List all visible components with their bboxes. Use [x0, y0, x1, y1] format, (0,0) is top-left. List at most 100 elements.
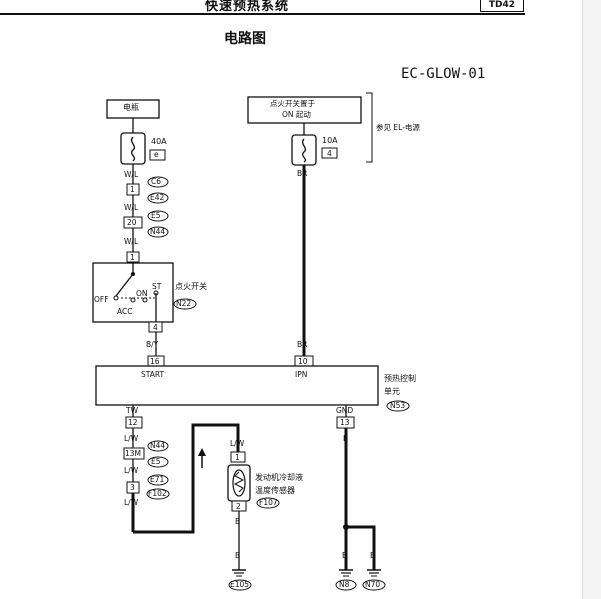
connector-label: N44: [150, 227, 166, 236]
pin-label: 13M: [125, 449, 142, 458]
wire-color-label: B: [343, 434, 349, 443]
pin-label: 3: [130, 483, 135, 492]
pin-box-12: [125, 416, 143, 429]
fuse-10a-rating: 10A: [322, 136, 338, 145]
conn-oval-c6: [147, 176, 169, 188]
sensor-label-1: 发动机冷却液: [255, 473, 303, 482]
fuse-40a-id: e: [154, 150, 159, 159]
wire-color-label: B: [235, 517, 241, 526]
connector-label: E5: [151, 211, 161, 220]
switch-off-contact: [113, 295, 119, 301]
wire-color-label: BR: [297, 340, 308, 349]
fuse-10a-symbol: [301, 138, 307, 163]
wire-color-label: B: [342, 551, 348, 560]
wire-l-w-route: [133, 423, 240, 534]
conn-oval-n53: [386, 400, 410, 412]
cu-tw-terminal: TW: [126, 406, 138, 415]
wire-color-label: W/L: [124, 170, 139, 179]
pin-label: 12: [128, 418, 138, 427]
switch-on-contact: [142, 297, 148, 303]
switch-st-label: ST: [152, 282, 162, 291]
connector-label: F107: [259, 498, 278, 507]
connector-label: E71: [150, 475, 165, 484]
wire-color-label: B: [370, 551, 376, 560]
switch-off-label: OFF: [94, 295, 109, 304]
sensor-resistor: [233, 471, 245, 493]
conn-oval-e5: [147, 210, 169, 222]
pin-label: 4: [153, 323, 158, 332]
connector-label: N70: [365, 580, 381, 589]
wire-color-label: B/Y: [146, 340, 159, 349]
pin-box-13m: [123, 447, 145, 460]
diagram-title: 电路图: [224, 31, 266, 47]
wire-color-label: L/W: [124, 466, 139, 475]
connector-label: F102: [148, 489, 167, 498]
conn-oval-n22: [173, 298, 197, 310]
conn-oval-e105: [228, 579, 252, 591]
wire-color-label: BR: [297, 169, 308, 178]
pin-label: 10: [298, 357, 308, 366]
cu-label-1: 预热控制: [384, 374, 416, 383]
fuse-40a-rating: 40A: [151, 137, 167, 146]
wire-color-label: L/W: [124, 434, 139, 443]
fuse-10a-id-box: [321, 147, 338, 159]
connector-label: E5: [151, 457, 161, 466]
wire-color-label: L/W: [124, 498, 139, 507]
fuse-40a-id-box: [149, 149, 166, 161]
conn-oval-e71: [147, 474, 169, 486]
page-header-title: 快速预热系统: [205, 0, 290, 14]
fuse-40a-symbol: [130, 136, 136, 162]
connector-label: N44: [150, 441, 166, 450]
cu-gnd-terminal: GND: [336, 406, 354, 415]
conn-oval-e5-bot: [147, 456, 169, 468]
glow-control-unit-box: [95, 365, 379, 406]
conn-oval-f102: [146, 488, 170, 500]
pin-box-1c: [230, 451, 246, 463]
connector-label: E42: [150, 193, 165, 202]
ignition-on-box: [247, 96, 362, 124]
wire-color-label: B: [235, 551, 241, 560]
pin-label: 2: [236, 502, 241, 511]
ignition-on-label-1: 点火开关置于: [270, 99, 315, 108]
connector-label: N22: [176, 299, 192, 308]
sensor-label-2: 温度传感器: [255, 486, 295, 495]
conn-oval-n44-bot: [147, 440, 169, 452]
pin-label: 16: [150, 357, 160, 366]
conn-oval-n70: [362, 579, 386, 591]
cu-label-2: 单元: [384, 387, 400, 396]
connector-label: N53: [390, 401, 406, 410]
connector-label: C6: [151, 177, 162, 186]
switch-acc-contact: [130, 297, 136, 303]
diagram-code: EC-GLOW-01: [401, 66, 486, 82]
connector-label: N8: [339, 580, 350, 589]
conn-oval-n44: [147, 226, 169, 238]
switch-on-label: ON: [136, 289, 148, 298]
model-badge: TD42: [480, 0, 524, 12]
ignition-on-label-2: ON 起动: [282, 110, 311, 119]
wire-color-label: W/L: [124, 237, 139, 246]
conn-oval-n8: [335, 579, 357, 591]
reference-note: 参见 EL-电源: [376, 123, 420, 132]
cu-start-terminal: START: [141, 370, 165, 379]
reference-bracket: [366, 92, 373, 163]
pin-label: 1: [130, 185, 135, 194]
cu-ign-terminal: IPN: [295, 370, 308, 379]
scrollbar[interactable]: [582, 0, 601, 599]
switch-acc-label: ACC: [117, 307, 133, 316]
conn-oval-f107: [256, 497, 280, 509]
pin-label: 20: [127, 218, 137, 227]
sensor-thermistor: [232, 469, 246, 497]
ignition-switch-label: 点火开关: [175, 282, 207, 291]
conn-oval-e42: [147, 192, 169, 204]
battery-label: 电瓶: [123, 103, 139, 112]
fuse-10a-id: 4: [327, 149, 332, 158]
connector-label: E105: [230, 580, 250, 589]
wire-color-label: L/W: [230, 439, 245, 448]
pin-label: 13: [340, 418, 350, 427]
pin-label: 1: [235, 453, 240, 462]
switch-blade: [115, 273, 134, 297]
wire-color-label: W/L: [124, 203, 139, 212]
flow-arrow-head: [198, 448, 206, 456]
